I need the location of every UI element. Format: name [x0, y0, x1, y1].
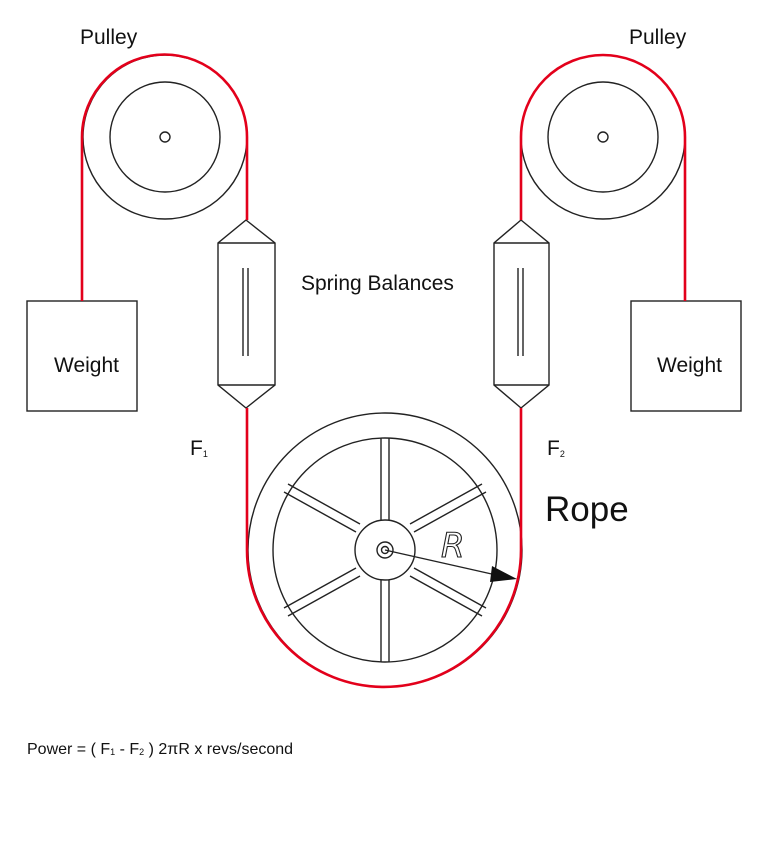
power-formula: Power = ( F1 - F2 ) 2πR x revs/second [27, 741, 293, 758]
force-left-label: F1 [190, 437, 208, 460]
formula-minus: - F [115, 741, 139, 758]
weight-right-label: Weight [657, 354, 722, 377]
flywheel-spokes [283, 438, 487, 662]
radius-arrow [384, 549, 517, 582]
formula-prefix: Power = ( F [27, 741, 110, 758]
formula-suffix: ) 2πR x revs/second [144, 741, 293, 758]
force-left-subscript: 1 [203, 449, 208, 459]
pulley-right-label: Pulley [629, 26, 687, 49]
formula-f1-subscript: 1 [110, 747, 115, 757]
force-right-symbol: F [547, 437, 560, 460]
force-left-symbol: F [190, 437, 203, 460]
spring-balance-left [217, 219, 276, 409]
force-right-label: F2 [547, 437, 565, 460]
rope-line [80, 53, 687, 689]
radius-label: R [441, 526, 465, 566]
pulley-left-label: Pulley [80, 26, 138, 49]
formula-f2-subscript: 2 [139, 747, 144, 757]
spring-balance-right [493, 219, 550, 409]
flywheel [247, 412, 523, 688]
weight-left-label: Weight [54, 354, 119, 377]
force-right-subscript: 2 [560, 449, 565, 459]
spring-balances-label: Spring Balances [301, 272, 454, 295]
rope-label: Rope [545, 490, 629, 529]
